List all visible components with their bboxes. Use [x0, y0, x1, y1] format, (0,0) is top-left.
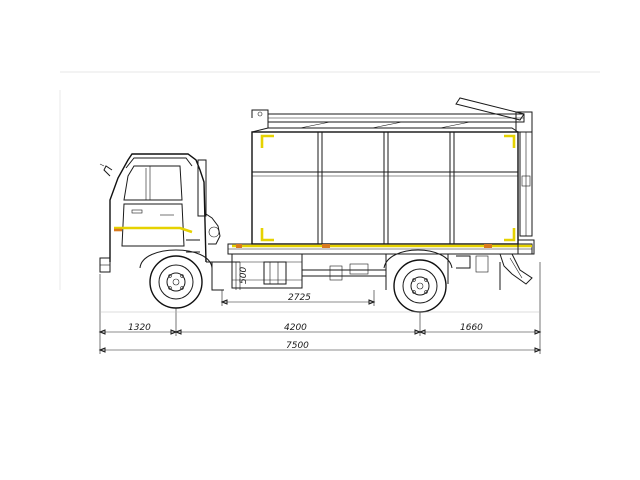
orange-marker-3: [236, 244, 242, 248]
container-lid: [251, 127, 519, 133]
corner-marker-bottom-right: [504, 228, 516, 242]
rear-hydraulic-bracket: [499, 253, 533, 285]
dim-body-length: 2725: [288, 293, 311, 303]
lift-arm: [455, 97, 535, 290]
dim-rear-overhang: 1660: [460, 323, 483, 333]
dim-overall-length: 7500: [286, 341, 309, 351]
truck-cab: [99, 153, 221, 273]
dimension-lines: 2725 500 1320 4200 1660 7500: [98, 262, 542, 354]
corner-marker-top-left: [260, 134, 274, 148]
dim-frame-height: 500: [239, 267, 249, 284]
chassis-frame: [206, 243, 533, 291]
rear-wheel: [383, 249, 453, 313]
corner-marker-top-right: [504, 134, 516, 148]
cab-stripe: [114, 226, 193, 234]
dim-wheelbase: 4200: [284, 323, 307, 333]
guide-lines: [59, 71, 600, 290]
air-intake: [197, 159, 207, 217]
front-bumper: [99, 257, 111, 273]
cab-door: [121, 203, 185, 247]
orange-marker-1: [322, 244, 330, 248]
dim-front-overhang: 1320: [128, 323, 151, 333]
mirror: [103, 165, 113, 177]
container-body: [232, 109, 532, 248]
cab-window: [123, 165, 183, 201]
front-wheel: [139, 249, 213, 309]
corner-marker-bottom-left: [260, 228, 274, 242]
orange-marker-2: [484, 244, 492, 248]
